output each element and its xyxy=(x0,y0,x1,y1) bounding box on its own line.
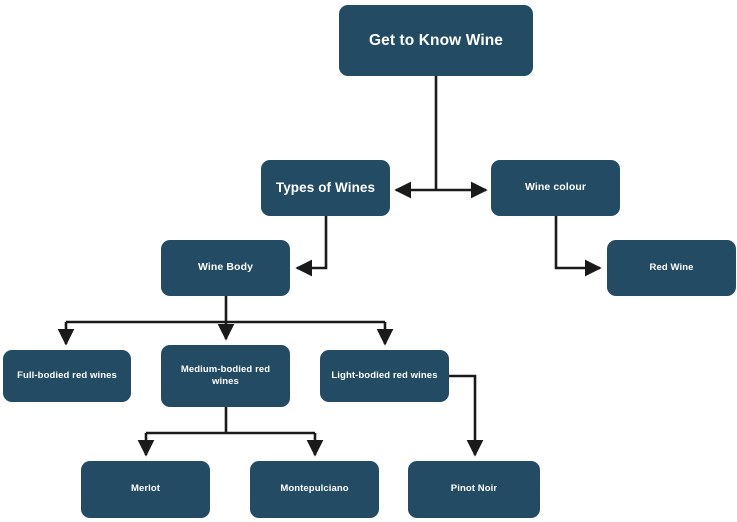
node-label-light-bodied-red-wines: Light-bodied red wines xyxy=(331,369,438,381)
node-get-to-know-wine[interactable]: Get to Know Wine xyxy=(339,5,533,76)
node-label-wine-colour: Wine colour xyxy=(524,181,587,194)
node-label-types-of-wines: Types of Wines xyxy=(275,180,376,196)
node-pinot-noir[interactable]: Pinot Noir xyxy=(408,461,540,518)
node-label-get-to-know-wine: Get to Know Wine xyxy=(368,31,504,49)
node-full-bodied-red-wines[interactable]: Full-bodied red wines xyxy=(3,350,131,402)
node-montepulciano[interactable]: Montepulciano xyxy=(250,461,379,518)
node-label-wine-body: Wine Body xyxy=(197,261,254,274)
node-label-merlot: Merlot xyxy=(130,483,161,495)
node-label-full-bodied-red-wines: Full-bodied red wines xyxy=(17,369,117,381)
node-merlot[interactable]: Merlot xyxy=(81,461,210,518)
node-label-red-wine: Red Wine xyxy=(649,261,694,273)
node-label-pinot-noir: Pinot Noir xyxy=(450,483,498,495)
node-wine-colour[interactable]: Wine colour xyxy=(491,160,620,216)
node-label-montepulciano: Montepulciano xyxy=(280,483,349,495)
node-wine-body[interactable]: Wine Body xyxy=(161,240,290,296)
edge-wine-colour-to-red-wine xyxy=(554,216,602,277)
edge-types-of-wines-to-wine-body xyxy=(295,216,328,277)
edge-light-bodied-to-pinot-noir xyxy=(449,374,484,457)
node-types-of-wines[interactable]: Types of Wines xyxy=(261,160,390,216)
node-light-bodied-red-wines[interactable]: Light-bodied red wines xyxy=(320,350,449,402)
node-label-medium-bodied-red-wines: Medium-bodied red wines xyxy=(180,363,271,387)
node-medium-bodied-red-wines[interactable]: Medium-bodied red wines xyxy=(161,345,290,407)
node-red-wine[interactable]: Red Wine xyxy=(607,240,736,296)
